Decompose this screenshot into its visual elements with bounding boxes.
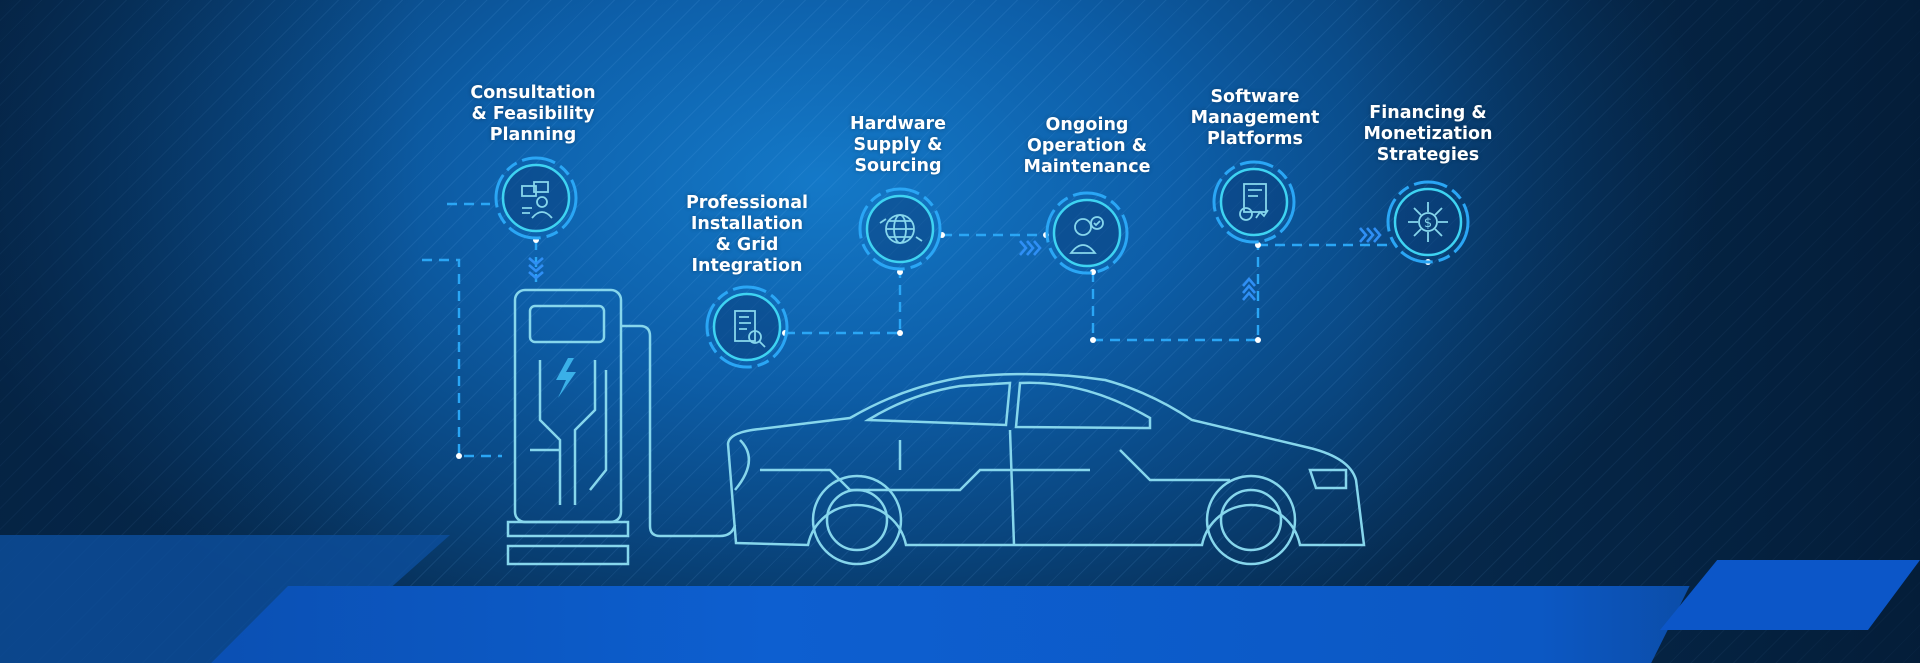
chevron-right-icon — [1019, 240, 1042, 256]
step-node-hardware — [858, 187, 942, 271]
svg-text:$: $ — [1424, 216, 1432, 231]
person-check-icon — [1045, 191, 1129, 275]
chevron-down-icon — [528, 257, 544, 280]
glow-dots — [456, 232, 1431, 459]
step-title-line: Integration — [691, 256, 803, 276]
charger-screen — [528, 304, 606, 344]
step-title-line: Software — [1210, 87, 1300, 107]
step-node-financing: $ — [1386, 180, 1470, 264]
step-title-line: & Grid — [715, 235, 779, 255]
connector-lines — [422, 202, 1390, 458]
step-title-line: Hardware — [849, 114, 947, 134]
step-title-line: Maintenance — [1023, 157, 1151, 177]
step-title-line: Planning — [489, 125, 577, 145]
consultation-chat-person-icon — [494, 156, 578, 240]
car-windows — [863, 381, 1152, 430]
chevron-up-icon — [1242, 277, 1256, 301]
step-node-software — [1212, 160, 1296, 244]
step-title-line: Professional — [685, 193, 809, 213]
lightning-icon — [556, 358, 576, 398]
rear-wheel — [1205, 474, 1297, 566]
charging-cable — [621, 324, 737, 538]
step-title-line: Ongoing — [1045, 115, 1129, 135]
software-dashboard-icon — [1212, 160, 1296, 244]
globe-arrows-icon — [858, 187, 942, 271]
front-wheel — [811, 474, 903, 566]
step-title-line: Supply & — [853, 135, 943, 155]
step-node-consultation — [494, 156, 578, 240]
step-title-line: Management — [1190, 108, 1320, 128]
headlight — [1308, 468, 1348, 490]
step-title-line: & Feasibility — [471, 104, 595, 124]
document-search-icon — [705, 285, 789, 369]
step-title-line: Platforms — [1207, 129, 1303, 149]
chevron-right-icon — [1359, 227, 1382, 243]
step-title-line: Consultation — [470, 83, 596, 103]
step-title-line: Monetization — [1363, 124, 1493, 144]
dollar-network-icon: $ — [1386, 180, 1470, 264]
chevron-icons — [528, 227, 1382, 301]
step-title-line: Installation — [690, 214, 804, 234]
step-title-line: Operation & — [1027, 136, 1147, 156]
charging-station — [506, 288, 737, 566]
step-node-operation — [1045, 191, 1129, 275]
step-node-installation — [705, 285, 789, 369]
step-title-line: Strategies — [1376, 145, 1480, 165]
step-title-line: Financing & — [1369, 103, 1487, 123]
step-title-line: Sourcing — [854, 156, 942, 176]
decor-band — [211, 586, 1690, 663]
electric-car — [726, 372, 1366, 566]
